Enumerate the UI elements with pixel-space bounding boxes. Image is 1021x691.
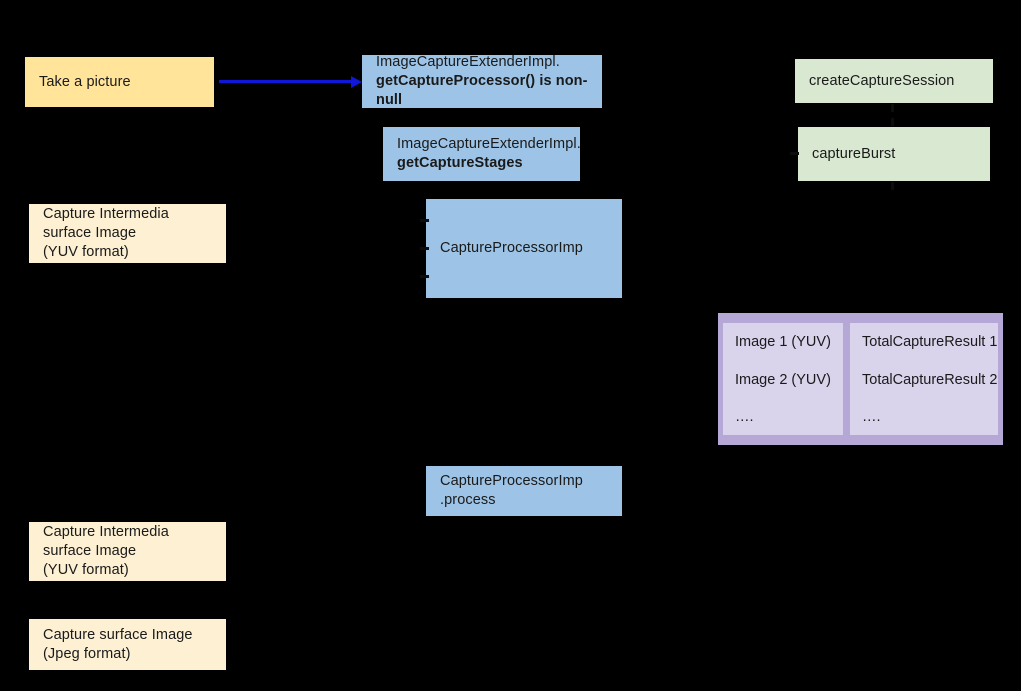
results-image-cell-1[interactable]: Image 1 (YUV): [723, 323, 843, 361]
node-capture-processor-imp[interactable]: CaptureProcessorImp: [426, 199, 622, 298]
results-total-cell-3-label: ….: [862, 409, 881, 425]
node-capture-processor-process-line1: CaptureProcessorImp: [440, 473, 583, 489]
arrow-take-picture-to-get-capture-processor-head: [351, 75, 362, 88]
results-total-cell-1-label: TotalCaptureResult 1: [862, 334, 998, 350]
node-get-capture-processor-line1: ImageCaptureExtenderImpl.: [376, 54, 560, 70]
node-capture-processor-process[interactable]: CaptureProcessorImp .process: [426, 466, 622, 516]
node-intermediate-top-line1: Capture Intermedia: [43, 206, 169, 222]
node-intermediate-bottom-line2: surface Image: [43, 543, 137, 559]
node-capture-processor-process-dot: .: [440, 492, 445, 508]
results-image-cell-2-label: Image 2 (YUV): [735, 372, 831, 388]
results-total-cell-2-label: TotalCaptureResult 2: [862, 372, 998, 388]
node-get-capture-stages-line1: ImageCaptureExtenderImpl.: [397, 136, 581, 152]
node-intermediate-bottom-line1: Capture Intermedia: [43, 524, 169, 540]
node-capture-surface-jpeg-line2: (Jpeg format): [43, 645, 131, 662]
results-image-cell-2[interactable]: Image 2 (YUV): [723, 361, 843, 399]
results-image-cell-3-label: ….: [735, 409, 754, 425]
node-capture-burst[interactable]: captureBurst: [798, 127, 990, 181]
results-image-cell-1-label: Image 1 (YUV): [735, 334, 831, 350]
results-total-cell-1[interactable]: TotalCaptureResult 1: [850, 323, 998, 361]
node-create-capture-session-label: createCaptureSession: [809, 72, 955, 89]
node-get-capture-processor[interactable]: ImageCaptureExtenderImpl. getCaptureProc…: [362, 54, 602, 108]
results-total-cell-3[interactable]: ….: [850, 399, 998, 435]
results-total-cell-2[interactable]: TotalCaptureResult 2: [850, 361, 998, 399]
node-capture-intermediate-surface-image-bottom[interactable]: Capture Intermedia surface Image (YUV fo…: [29, 522, 226, 581]
node-intermediate-top-line3: (YUV format): [43, 244, 129, 260]
node-capture-processor-imp-label: CaptureProcessorImp: [440, 240, 583, 256]
node-get-capture-stages[interactable]: ImageCaptureExtenderImpl. getCaptureStag…: [383, 127, 581, 181]
node-take-a-picture-label: Take a picture: [39, 73, 131, 90]
node-get-capture-processor-line2: getCaptureProcessor() is non-null: [376, 73, 588, 108]
node-take-a-picture[interactable]: Take a picture: [25, 57, 214, 107]
node-capture-intermediate-surface-image-top[interactable]: Capture Intermedia surface Image (YUV fo…: [29, 204, 226, 263]
connector-stub-processor-3: [420, 275, 429, 278]
connector-stub-burst-top: [891, 118, 894, 126]
node-capture-surface-jpeg-line1: Capture surface Image: [43, 626, 193, 643]
node-intermediate-bottom-line3: (YUV format): [43, 562, 129, 578]
node-capture-burst-label: captureBurst: [812, 145, 896, 162]
connector-stub-burst-bottom: [891, 182, 894, 190]
results-image-cell-3[interactable]: ….: [723, 399, 843, 435]
node-capture-processor-process-method: process: [444, 492, 496, 508]
node-capture-surface-image-jpeg[interactable]: Capture surface Image (Jpeg format): [29, 619, 226, 670]
node-create-capture-session[interactable]: createCaptureSession: [795, 59, 993, 103]
node-capture-processor-process-line2: .process: [440, 491, 612, 510]
node-get-capture-stages-line2: getCaptureStages: [397, 155, 523, 171]
arrow-take-picture-to-get-capture-processor-line: [219, 80, 352, 83]
connector-stub-burst-left: [790, 152, 799, 155]
connector-stub-processor-2: [420, 247, 429, 250]
connector-stub-processor-1: [420, 219, 429, 222]
connector-stub-session-bottom: [891, 104, 894, 112]
node-intermediate-top-line2: surface Image: [43, 225, 137, 241]
